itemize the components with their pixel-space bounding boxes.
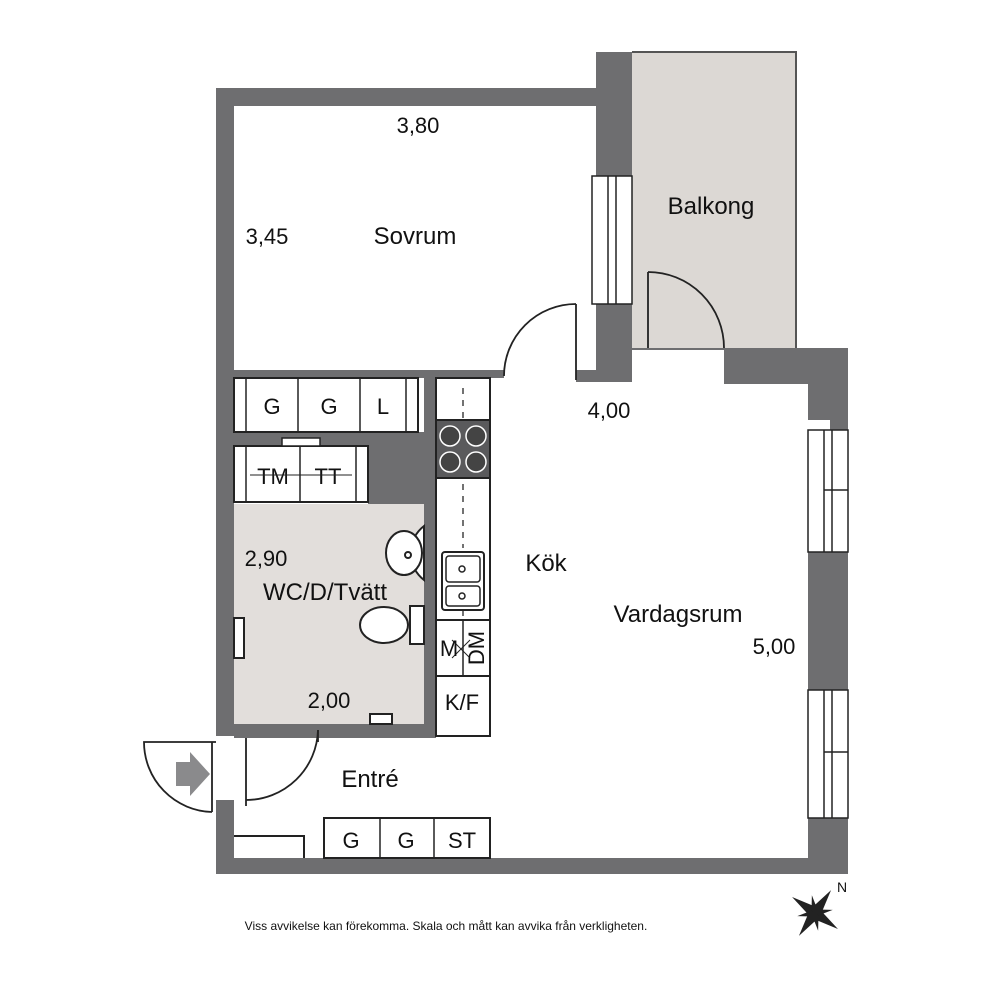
room-label-entre: Entré bbox=[341, 766, 398, 793]
dim-wc-width: 2,00 bbox=[308, 688, 351, 713]
compass-north-label: N bbox=[837, 879, 847, 895]
entrance-arrow-icon bbox=[176, 752, 210, 796]
entre-wardrobe-label-3: ST bbox=[448, 828, 476, 853]
balkong-outline bbox=[632, 51, 797, 348]
entre-wardrobe bbox=[234, 817, 491, 859]
sovrum-wardrobe-label-2: G bbox=[320, 394, 337, 419]
balkong-floor bbox=[632, 52, 796, 348]
entre-wardrobe-label-2: G bbox=[397, 828, 414, 853]
kitchen-kf-label: K/F bbox=[445, 690, 479, 715]
room-label-balkong: Balkong bbox=[668, 193, 755, 220]
compass-rose-icon bbox=[792, 890, 838, 936]
dim-sovrum-width: 3,80 bbox=[397, 113, 440, 138]
kitchen-m-label: M bbox=[440, 636, 458, 661]
room-label-kok: Kök bbox=[525, 550, 567, 577]
sovrum-wardrobe-label-1: G bbox=[263, 394, 280, 419]
dim-sovrum-depth: 3,45 bbox=[246, 224, 289, 249]
room-label-vardagsrum: Vardagsrum bbox=[614, 601, 743, 628]
hall-cabinet-label-2: TT bbox=[315, 464, 342, 489]
kitchen-counter bbox=[435, 377, 491, 737]
outer-walls bbox=[216, 52, 848, 874]
entre-wardrobe-label-1: G bbox=[342, 828, 359, 853]
room-label-sovrum: Sovrum bbox=[374, 223, 457, 250]
disclaimer-text: Viss avvikelse kan förekomma. Skala och … bbox=[245, 919, 648, 933]
hall-cabinet-label-1: TM bbox=[257, 464, 289, 489]
windows bbox=[591, 175, 849, 819]
hall-cabinets bbox=[233, 437, 369, 503]
sovrum-wardrobe bbox=[233, 377, 419, 433]
kitchen-dm-label: DM bbox=[464, 631, 489, 665]
dim-wc-depth: 2,90 bbox=[245, 546, 288, 571]
dim-vardagsrum-depth: 5,00 bbox=[753, 634, 796, 659]
room-label-wc: WC/D/Tvätt bbox=[263, 579, 387, 606]
dim-vardagsrum-width: 4,00 bbox=[588, 398, 631, 423]
sovrum-wardrobe-label-3: L bbox=[377, 394, 389, 419]
wc-fixtures bbox=[233, 523, 425, 725]
